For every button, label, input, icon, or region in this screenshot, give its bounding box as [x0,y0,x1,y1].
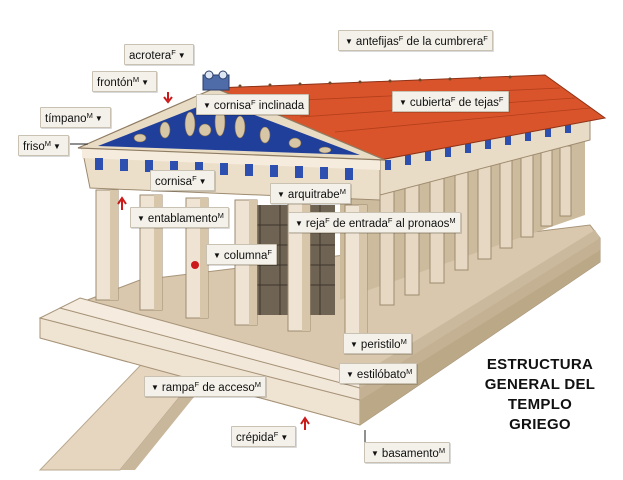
label-timpano: tímpanoM▼ [40,107,111,128]
title-line-4: GRIEGO [509,416,571,433]
label-crepida: crépidaF▼ [231,426,297,447]
label-reja: ▼rejaF de entradaF al pronaosM [288,212,461,233]
triangle-down-icon: ▼ [177,51,186,60]
triangle-down-icon: ▼ [52,142,61,151]
acroterion [202,70,230,91]
title-line-1: ESTRUCTURA [486,356,594,373]
label-peristilo: ▼peristiloM [343,333,412,354]
label-estilobato: ▼estilóbatoM [339,363,418,384]
label-entablamento: ▼entablamentoM [130,207,229,228]
label-fronton: frontónM▼ [92,71,157,92]
title-line-3: TEMPLO [507,396,573,413]
triangle-down-icon: ▼ [280,433,289,442]
triangle-down-icon: ▼ [399,98,407,107]
label-cornisa: cornisaF▼ [150,170,215,191]
triangle-down-icon: ▼ [213,251,221,260]
triangle-down-icon: ▼ [345,37,353,46]
label-basamento: ▼basamentoM [364,442,451,463]
triangle-down-icon: ▼ [137,214,145,223]
label-antefijas: ▼antefijasF de la cumbreraF [338,30,493,51]
label-arquitrabe: ▼arquitrabeM [270,183,351,204]
label-acrotera: acroteraF▼ [124,44,194,65]
triangle-down-icon: ▼ [141,78,149,87]
triangle-down-icon: ▼ [198,177,207,186]
triangle-down-icon: ▼ [346,370,354,379]
label-columna: ▼columnaF [206,244,277,265]
label-friso: frisoM▼ [18,135,69,156]
triangle-down-icon: ▼ [371,449,379,458]
label-cornisa-inclinada: ▼cornisaF inclinada [196,94,310,115]
title-line-2: GENERAL DEL [484,376,596,393]
triangle-down-icon: ▼ [203,101,211,110]
label-cubierta: ▼cubiertaF de tejasF [392,91,509,112]
label-rampa: ▼rampaF de accesoM [144,376,266,397]
triangle-down-icon: ▼ [151,383,159,392]
triangle-down-icon: ▼ [94,114,103,123]
triangle-down-icon: ▼ [350,340,358,349]
triangle-down-icon: ▼ [295,219,303,228]
triangle-down-icon: ▼ [277,190,285,199]
